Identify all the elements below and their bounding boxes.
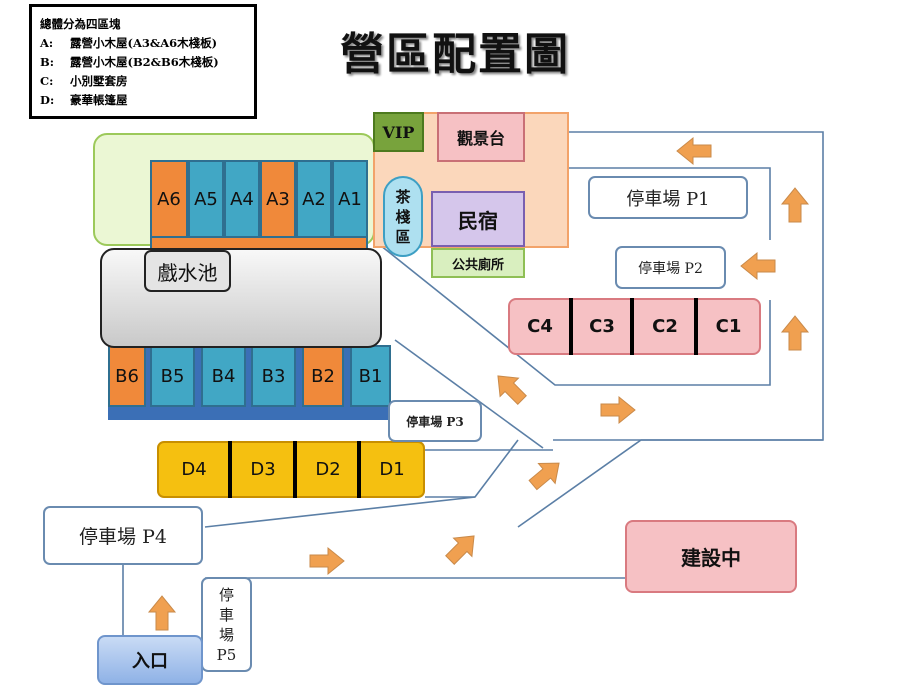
- tea-area-char: 棧: [395, 207, 411, 226]
- legend-heading: 總體分為四區塊: [40, 17, 121, 31]
- under-construction[interactable]: 建設中: [625, 520, 797, 593]
- legend-key: B:: [40, 55, 54, 69]
- legend-text: 豪華帳篷屋: [70, 93, 128, 107]
- cabin-a2[interactable]: A2: [296, 160, 332, 238]
- cabin-a5[interactable]: A5: [188, 160, 224, 238]
- legend-row-d: D: 豪華帳篷屋: [40, 91, 254, 110]
- arrow-up-icon: [781, 187, 809, 223]
- cabin-b6[interactable]: B6: [108, 345, 146, 407]
- arrow-up-right-icon: [440, 526, 484, 570]
- arrow-right-icon: [600, 396, 636, 424]
- homestay[interactable]: 民宿: [431, 191, 525, 247]
- road-p3-diagonal: [394, 339, 544, 449]
- villa-c2[interactable]: C2: [652, 316, 678, 337]
- parking-p5-char: 車: [218, 605, 234, 624]
- divider: [228, 441, 232, 498]
- villa-c3[interactable]: C3: [589, 316, 615, 337]
- legend-row-a: A: 露營小木屋(A3&A6木棧板): [40, 34, 254, 53]
- legend-row-b: B: 露營小木屋(B2&B6木棧板): [40, 53, 254, 72]
- road-p4-diagonal: [204, 439, 519, 528]
- legend-text: 露營小木屋(B2&B6木棧板): [70, 55, 219, 69]
- parking-p1[interactable]: 停車場 P1: [588, 176, 748, 219]
- vip-room[interactable]: VIP: [373, 112, 424, 152]
- tent-d1[interactable]: D1: [379, 459, 405, 480]
- cabin-b5[interactable]: B5: [150, 345, 195, 407]
- arrow-up-right-icon: [524, 452, 568, 496]
- arrow-up-icon: [781, 315, 809, 351]
- parking-p3[interactable]: 停車場 P3: [388, 400, 482, 442]
- tea-area[interactable]: 茶 棧 區: [383, 176, 423, 257]
- legend-text: 露營小木屋(A3&A6木棧板): [70, 36, 218, 50]
- tent-d3[interactable]: D3: [250, 459, 276, 480]
- zone-d-block: [157, 441, 425, 498]
- cabin-b3[interactable]: B3: [251, 345, 296, 407]
- legend-key: C:: [40, 74, 54, 88]
- pool-label: 戲水池: [144, 250, 231, 292]
- arrow-right-icon: [309, 547, 345, 575]
- cabin-a6[interactable]: A6: [150, 160, 188, 238]
- tent-d4[interactable]: D4: [181, 459, 207, 480]
- road-inner-right: [379, 244, 771, 386]
- page-title: 營區配置圖: [340, 29, 570, 80]
- road-right-diagonal: [517, 439, 823, 528]
- parking-p5[interactable]: 停 車 場 P5: [201, 577, 252, 672]
- legend-text: 小別墅套房: [70, 74, 128, 88]
- arrow-up-left-icon: [488, 366, 532, 410]
- divider: [357, 441, 361, 498]
- villa-c4[interactable]: C4: [527, 316, 553, 337]
- divider: [694, 298, 698, 355]
- public-restroom[interactable]: 公共廁所: [431, 248, 525, 278]
- cabin-a1[interactable]: A1: [332, 160, 368, 238]
- divider: [569, 298, 573, 355]
- legend-key: A:: [40, 36, 54, 50]
- parking-p5-char: 停: [218, 585, 234, 604]
- zone-c-block: [508, 298, 761, 355]
- arrow-up-icon: [148, 595, 176, 631]
- parking-p5-char: 場: [218, 625, 234, 644]
- cabin-b2[interactable]: B2: [302, 345, 344, 407]
- parking-p2[interactable]: 停車場 P2: [615, 246, 726, 289]
- viewing-deck[interactable]: 觀景台: [437, 112, 525, 162]
- arrow-left-icon: [740, 252, 776, 280]
- parking-p5-char: P5: [216, 645, 237, 664]
- legend-row-c: C: 小別墅套房: [40, 72, 254, 91]
- legend-key: D:: [40, 93, 55, 107]
- parking-p4[interactable]: 停車場 P4: [43, 506, 203, 565]
- tent-d2[interactable]: D2: [315, 459, 341, 480]
- cabin-a3[interactable]: A3: [260, 160, 296, 238]
- villa-c1[interactable]: C1: [715, 316, 742, 337]
- legend-box: 總體分為四區塊 A: 露營小木屋(A3&A6木棧板) B: 露營小木屋(B2&B6木…: [29, 4, 257, 119]
- divider: [293, 441, 297, 498]
- cabin-a4[interactable]: A4: [224, 160, 260, 238]
- entrance[interactable]: 入口: [97, 635, 203, 685]
- cabin-b4[interactable]: B4: [201, 345, 246, 407]
- divider: [630, 298, 634, 355]
- tea-area-char: 茶: [395, 187, 411, 206]
- tea-area-char: 區: [395, 227, 411, 246]
- arrow-left-icon: [676, 137, 712, 165]
- road-inner-top: [569, 167, 771, 240]
